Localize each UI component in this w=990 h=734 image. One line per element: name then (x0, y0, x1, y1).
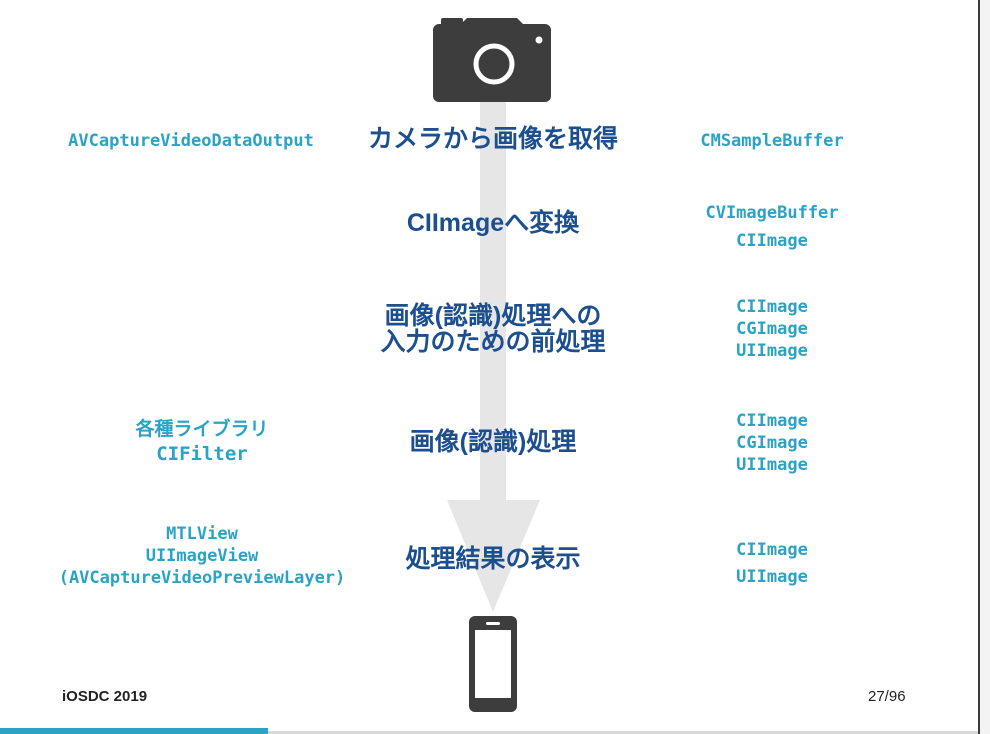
right-label-display-types: CIImage UIImage (662, 537, 882, 591)
right-type-item: CMSampleBuffer (700, 131, 844, 151)
right-label-convert-types: CVImageBuffer CIImage (662, 199, 882, 255)
progress-bar (0, 728, 268, 734)
right-type-item: CIImage (736, 540, 808, 560)
right-type-item: UIImage (736, 341, 808, 361)
left-label-libraries: 各種ライブラリ CIFilter (82, 418, 322, 466)
right-type-item: CGImage (736, 433, 808, 453)
footer-event-name: iOSDC 2019 (62, 688, 148, 705)
step-preprocess: 画像(認識)処理への 入力のための前処理 (350, 303, 636, 356)
right-type-item: CGImage (736, 319, 808, 339)
progress-track (268, 731, 978, 734)
left-label-display-views: MTLView UIImageView (AVCaptureVideoPrevi… (22, 523, 382, 589)
left-label-display-line1: MTLView (166, 524, 238, 544)
right-type-item: CVImageBuffer (705, 203, 839, 223)
right-type-item: CIImage (736, 231, 808, 251)
right-type-item: CIImage (736, 297, 808, 317)
step-display: 処理結果の表示 (405, 545, 581, 573)
left-label-display-line2: UIImageView (145, 546, 259, 566)
step-preprocess-line1: 画像(認識)処理への (384, 302, 602, 330)
right-label-preprocess-types: CIImage CGImage UIImage (662, 296, 882, 362)
right-label-capture-types: CMSampleBuffer (662, 130, 882, 152)
right-type-item: UIImage (736, 455, 808, 475)
step-ciimage-convert: CIImageへ変換 (406, 209, 580, 237)
right-type-item: UIImage (736, 567, 808, 587)
step-capture: カメラから画像を取得 (367, 125, 618, 153)
slide: カメラから画像を取得 CIImageへ変換 画像(認識)処理への 入力のための前… (22, 18, 906, 712)
smartphone-icon (469, 616, 517, 712)
right-type-item: CIImage (736, 411, 808, 431)
right-label-recognition-types: CIImage CGImage UIImage (662, 410, 882, 476)
window-edge (978, 0, 990, 734)
left-label-capture-output: AVCaptureVideoDataOutput (68, 131, 314, 151)
step-preprocess-line2: 入力のための前処理 (380, 328, 606, 357)
left-label-display-line3: (AVCaptureVideoPreviewLayer) (58, 568, 346, 588)
left-label-libraries-line2: CIFilter (156, 443, 248, 465)
footer-page-number: 27/96 (868, 688, 906, 705)
left-label-libraries-line1: 各種ライブラリ (135, 419, 269, 440)
camera-icon (433, 18, 551, 102)
step-recognition: 画像(認識)処理 (409, 428, 577, 456)
